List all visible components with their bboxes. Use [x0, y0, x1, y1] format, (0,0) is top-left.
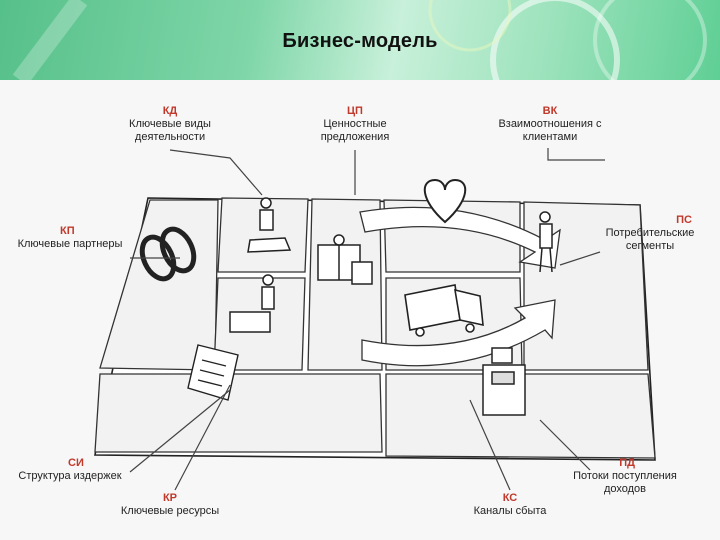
label-key-resources: КР Ключевые ресурсы [110, 492, 230, 518]
label-cost-structure: СИ Структура издержек [10, 457, 130, 483]
page-title: Бизнес-модель [282, 30, 438, 52]
label-text: Структура издержек [18, 470, 122, 482]
label-text: Ценностные предложения [320, 118, 390, 143]
gift-box-icon [317, 234, 373, 285]
header-banner [0, 0, 720, 80]
heart-icon [423, 178, 467, 224]
block-key-activities [217, 197, 309, 273]
label-text: Потребительские сегменты [605, 227, 695, 252]
label-text: Ключевые партнеры [17, 238, 123, 250]
label-code: КД [162, 105, 178, 117]
label-revenue-streams: ПД Потоки поступления доходов [565, 457, 685, 496]
banner-decoration [12, 0, 707, 80]
label-customer-relationships: ВК Взаимоотношения с клиентами [480, 105, 620, 144]
label-code: КС [502, 492, 518, 504]
label-text: Потоки поступления доходов [573, 470, 677, 495]
person-icon [539, 211, 553, 273]
rings-icon [139, 226, 197, 282]
label-text: Ключевые виды деятельности [129, 118, 211, 143]
block-value-props [307, 198, 383, 371]
label-key-partners: КП Ключевые партнеры [10, 225, 130, 251]
label-text: Взаимоотношения с клиентами [498, 118, 602, 143]
label-code: КР [162, 492, 178, 504]
canvas-blocks [94, 197, 656, 459]
worker-icon [247, 197, 292, 253]
label-code: ЦП [347, 105, 363, 117]
label-text: Ключевые ресурсы [120, 505, 220, 517]
label-code: КП [60, 225, 75, 237]
label-code: ВК [542, 105, 558, 117]
label-code: ПД [619, 457, 635, 469]
label-text: Каналы сбыта [473, 505, 547, 517]
truck-icon [404, 284, 484, 337]
block-cost-structure [94, 373, 383, 453]
invoice-icon [187, 344, 239, 401]
label-value-propositions: ЦП Ценностные предложения [295, 105, 415, 144]
resource-worker-icon [229, 274, 275, 333]
atm-icon [482, 347, 526, 416]
leader-lines [129, 148, 605, 491]
block-revenue-streams [385, 373, 656, 459]
label-channels: КС Каналы сбыта [455, 492, 565, 518]
label-code: СИ [68, 457, 84, 469]
label-key-activities: КД Ключевые виды деятельности [110, 105, 230, 144]
label-customer-segments: ПС Потребительские сегменты [590, 214, 710, 253]
label-code: ПС [676, 214, 692, 226]
